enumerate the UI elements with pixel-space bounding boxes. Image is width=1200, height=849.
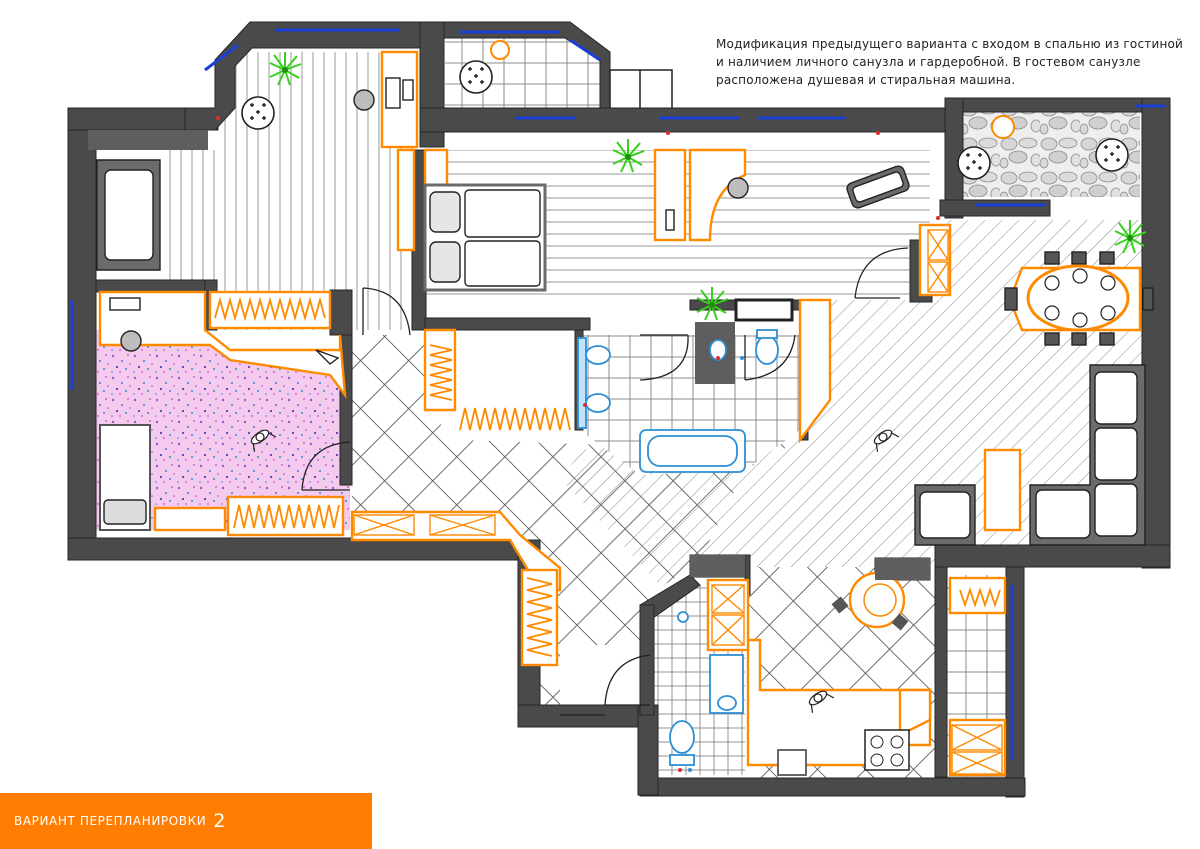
kids-room-carpet <box>95 330 350 530</box>
title-bar <box>0 793 372 849</box>
people <box>246 425 909 714</box>
wardrobe-rails <box>214 296 1001 657</box>
armchair-icon <box>891 613 909 631</box>
stove-icon <box>864 729 910 771</box>
markers <box>216 116 940 772</box>
hall-floor <box>352 300 830 720</box>
dining-table <box>1026 264 1130 332</box>
cabinets-x <box>353 229 1003 775</box>
left-room-floor <box>160 150 216 280</box>
dark-panels <box>88 130 930 580</box>
windows <box>70 28 1165 760</box>
description-line-1: Модификация предыдущего варианта с входо… <box>716 37 1184 51</box>
description-line-2: и наличием личного санузла и гардеробной… <box>716 55 1141 69</box>
round-tables <box>241 40 1129 617</box>
sanitary <box>577 329 807 776</box>
variant-title-number: 2 <box>213 810 226 832</box>
grey-furniture <box>96 77 1154 546</box>
variant-title-label: ВАРИАНТ ПЕРЕПЛАНИРОВКИ <box>14 814 207 828</box>
door-swing-icon <box>301 247 909 716</box>
variant-title: ВАРИАНТ ПЕРЕПЛАНИРОВКИ 2 <box>0 793 372 849</box>
description-line-3: расположена душевая и стиральная машина. <box>716 73 1016 87</box>
description-note: Модификация предыдущего варианта с входо… <box>716 35 1184 89</box>
armchair-icon <box>831 596 849 614</box>
